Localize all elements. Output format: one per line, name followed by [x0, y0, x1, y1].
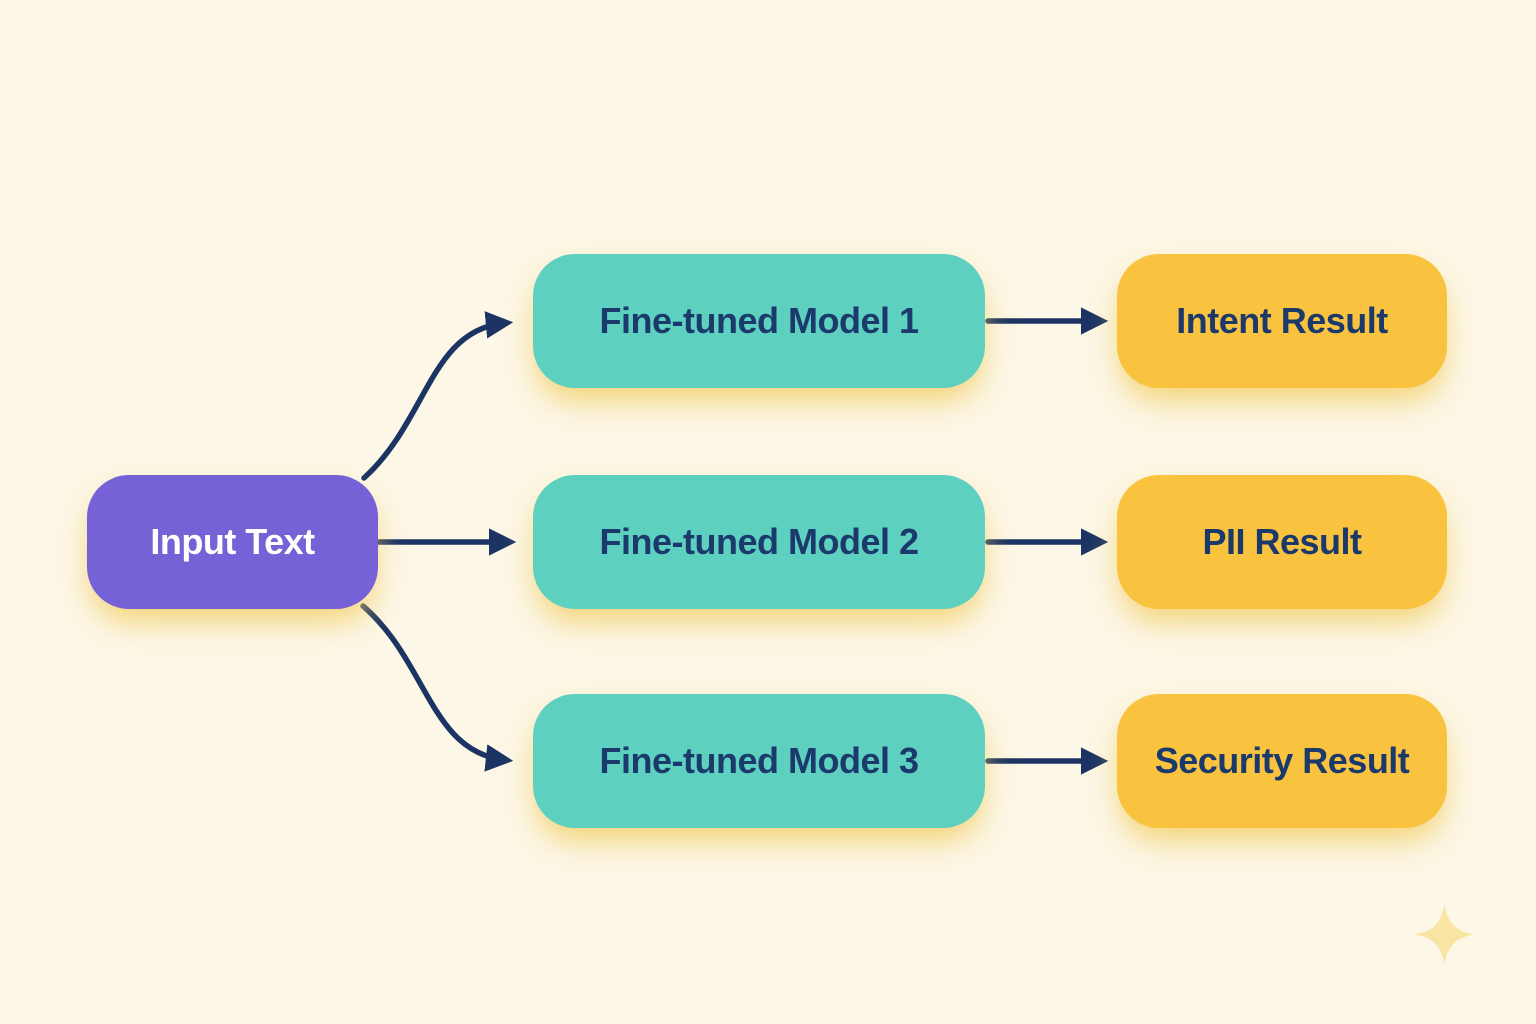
arrow-input-to-model-1: [361, 311, 514, 481]
input-text-node: Input Text: [87, 475, 378, 609]
model-node-3: Fine-tuned Model 3: [533, 694, 985, 828]
result-node-pii: PII Result: [1117, 475, 1447, 609]
model-node-1: Fine-tuned Model 1: [533, 254, 985, 388]
model-node-3-label: Fine-tuned Model 3: [599, 740, 920, 781]
input-text-label: Input Text: [150, 521, 315, 562]
result-node-security-label: Security Result: [1154, 740, 1410, 781]
model-node-1-label: Fine-tuned Model 1: [599, 300, 920, 341]
model-node-2-label: Fine-tuned Model 2: [599, 521, 920, 562]
arrow-input-to-model-3: [360, 603, 514, 772]
result-node-pii-label: PII Result: [1202, 521, 1362, 562]
result-node-intent: Intent Result: [1117, 254, 1447, 388]
result-node-security: Security Result: [1117, 694, 1447, 828]
model-node-2: Fine-tuned Model 2: [533, 475, 985, 609]
result-node-intent-label: Intent Result: [1176, 300, 1388, 341]
sparkle-icon: [1414, 904, 1475, 965]
